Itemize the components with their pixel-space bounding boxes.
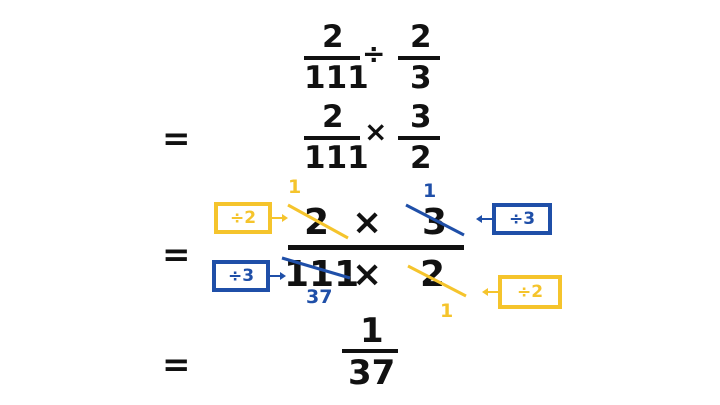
row1-denominator-1: 111 xyxy=(304,60,369,96)
box-divide-by-3-top: ÷3 xyxy=(492,203,552,235)
row1-divide-sign: ÷ xyxy=(362,37,386,70)
result-numerator: 1 xyxy=(360,311,384,351)
reduced-bottom-right: 1 xyxy=(440,300,454,322)
arrow-icon-bottom-right xyxy=(482,288,498,296)
row1-fraction-bar-2 xyxy=(398,56,440,60)
arrow-icon-top-right xyxy=(476,215,492,223)
row1-fraction-bar-1 xyxy=(304,56,360,60)
row2-fraction-bar-1 xyxy=(304,136,360,140)
box-divide-by-2-top: ÷2 xyxy=(214,202,272,234)
reduced-bottom-left: 37 xyxy=(306,286,333,308)
row4-equals: = xyxy=(162,345,191,385)
row2-denominator-2: 2 xyxy=(410,140,432,176)
row1-numerator-2: 2 xyxy=(410,19,432,55)
row3-top-left-factor: 2 xyxy=(304,202,330,243)
row1-numerator-1: 2 xyxy=(322,19,344,55)
strike-bottom-right-2 xyxy=(407,264,467,298)
row3-equals: = xyxy=(162,235,191,275)
row2-numerator-2: 3 xyxy=(410,99,432,135)
row3-top-times-sign: × xyxy=(352,202,383,243)
arrow-icon-bottom-left xyxy=(270,272,286,280)
strike-bottom-111 xyxy=(281,256,351,280)
row2-fraction-bar-2 xyxy=(398,136,440,140)
arrow-icon-top-left xyxy=(272,214,288,222)
reduced-top-left: 1 xyxy=(288,176,302,198)
strike-top-right-3 xyxy=(405,203,465,237)
row2-equals: = xyxy=(162,119,191,159)
strike-top-left-2 xyxy=(287,203,349,240)
row3-fraction-bar xyxy=(288,245,464,250)
row1-denominator-2: 3 xyxy=(410,60,432,96)
row2-numerator-1: 2 xyxy=(322,99,344,135)
box-divide-by-3-bottom: ÷3 xyxy=(212,260,270,292)
box-divide-by-2-bottom: ÷2 xyxy=(498,275,562,309)
row2-denominator-1: 111 xyxy=(304,140,369,176)
result-denominator: 37 xyxy=(348,353,396,393)
result-fraction-bar xyxy=(342,349,398,353)
reduced-top-right: 1 xyxy=(423,180,437,202)
row2-times-sign: × xyxy=(364,115,388,148)
row3-bottom-times-sign: × xyxy=(352,254,383,295)
